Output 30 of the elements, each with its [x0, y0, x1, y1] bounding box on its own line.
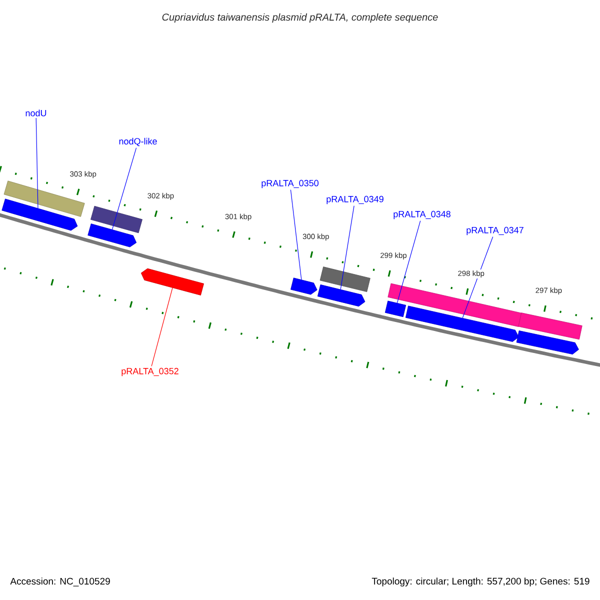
gene-label: pRALTA_0350: [262, 180, 318, 188]
leader-line: [340, 205, 354, 290]
gene-feature: [290, 278, 318, 295]
gene-feature: [90, 206, 142, 234]
accession-text: Accession: NC_010529: [10, 578, 110, 586]
leader-line: [290, 189, 302, 280]
gene-feature: [317, 284, 366, 307]
gene-feature: [405, 306, 519, 342]
title: Cupriavidus taiwanensis plasmid pRALTA, complete sequence: [162, 13, 438, 23]
gene-label: pRALTA_0348: [394, 210, 450, 220]
gene-feature: [384, 300, 406, 318]
gene-feature: [320, 266, 370, 292]
gene-label: nodU: [26, 110, 46, 116]
gene-feature: [518, 312, 582, 340]
gene-label: nodQ-like: [119, 138, 157, 146]
gene-feature: [4, 180, 85, 217]
gene-feature: [88, 224, 137, 248]
leader-line: [112, 148, 137, 230]
leader-line: [151, 288, 173, 367]
gene-feature: [2, 198, 78, 231]
leader-line: [396, 220, 421, 304]
gene-feature: [516, 330, 579, 354]
gene-label: pRALTA_0349: [326, 196, 384, 204]
leader-line: [462, 236, 494, 318]
gene-feature: [140, 268, 204, 296]
leader-line: [36, 118, 38, 208]
summary-text: Topology: circular; Length: 557,200 bp; Genes: 519: [372, 578, 590, 586]
gene-label: pRALTA_0352: [122, 368, 178, 376]
gene-label: pRALTA_0347: [466, 226, 524, 236]
gene-feature: [388, 283, 522, 327]
